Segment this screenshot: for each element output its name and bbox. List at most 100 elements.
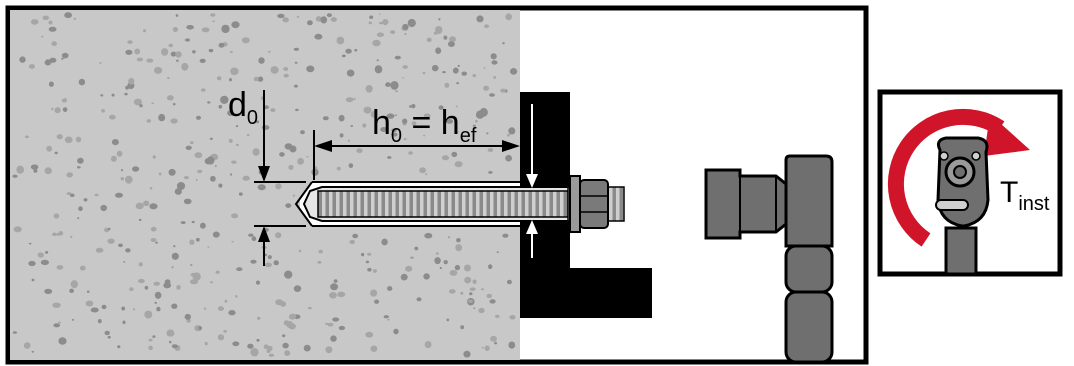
aggregate-speck bbox=[221, 24, 230, 34]
aggregate-speck bbox=[224, 299, 228, 303]
aggregate-speck bbox=[402, 118, 408, 124]
aggregate-speck bbox=[83, 198, 88, 202]
aggregate-speck bbox=[204, 307, 207, 310]
aggregate-speck bbox=[390, 30, 396, 34]
torque-wrench-socket bbox=[704, 154, 834, 364]
aggregate-speck bbox=[253, 76, 259, 82]
aggregate-speck bbox=[277, 13, 285, 19]
aggregate-speck bbox=[445, 119, 454, 124]
aggregate-speck bbox=[238, 192, 243, 196]
aggregate-speck bbox=[100, 94, 104, 97]
aggregate-speck bbox=[135, 202, 144, 210]
aggregate-speck bbox=[172, 27, 179, 32]
aggregate-speck bbox=[496, 251, 499, 253]
aggregate-speck bbox=[289, 145, 297, 153]
aggregate-speck bbox=[217, 334, 225, 341]
aggregate-speck bbox=[176, 182, 186, 190]
aggregate-speck bbox=[100, 204, 107, 212]
aggregate-speck bbox=[374, 299, 380, 304]
aggregate-speck bbox=[78, 78, 86, 86]
aggregate-speck bbox=[270, 108, 276, 113]
aggregate-speck bbox=[326, 13, 332, 18]
aggregate-speck bbox=[123, 261, 126, 263]
aggregate-speck bbox=[53, 213, 60, 219]
aggregate-speck bbox=[330, 335, 337, 342]
aggregate-speck bbox=[151, 102, 154, 105]
aggregate-speck bbox=[362, 123, 367, 128]
aggregate-speck bbox=[111, 139, 119, 146]
rotation-arrow-icon bbox=[887, 108, 1030, 247]
aggregate-speck bbox=[488, 171, 493, 174]
aggregate-speck bbox=[53, 323, 61, 328]
aggregate-speck bbox=[382, 19, 389, 26]
aggregate-speck bbox=[48, 26, 57, 32]
aggregate-speck bbox=[152, 155, 156, 159]
aggregate-speck bbox=[267, 50, 271, 53]
aggregate-speck bbox=[495, 314, 500, 318]
aggregate-speck bbox=[502, 42, 505, 45]
aggregate-speck bbox=[61, 52, 69, 59]
aggregate-speck bbox=[347, 139, 350, 142]
aggregate-speck bbox=[218, 104, 223, 109]
aggregate-speck bbox=[283, 73, 289, 78]
aggregate-speck bbox=[387, 156, 392, 159]
aggregate-speck bbox=[76, 166, 81, 169]
aggregate-speck bbox=[241, 37, 250, 44]
aggregate-speck bbox=[286, 321, 294, 328]
aggregate-speck bbox=[490, 335, 497, 342]
aggregate-speck bbox=[214, 164, 217, 168]
aggregate-speck bbox=[298, 249, 302, 253]
aggregate-speck bbox=[218, 183, 223, 188]
aggregate-speck bbox=[476, 15, 484, 23]
aggregate-speck bbox=[256, 316, 261, 320]
aggregate-speck bbox=[171, 344, 178, 349]
aggregate-speck bbox=[122, 320, 126, 325]
washer bbox=[569, 175, 581, 233]
aggregate-speck bbox=[156, 306, 161, 312]
svg-text:Tinst: Tinst bbox=[1000, 176, 1050, 215]
aggregate-speck bbox=[505, 13, 512, 21]
aggregate-speck bbox=[155, 241, 158, 244]
aggregate-speck bbox=[431, 64, 439, 72]
aggregate-speck bbox=[369, 15, 374, 19]
aggregate-speck bbox=[391, 128, 397, 133]
aggregate-speck bbox=[325, 322, 329, 325]
aggregate-speck bbox=[460, 325, 465, 330]
aggregate-speck bbox=[451, 151, 458, 158]
aggregate-speck bbox=[378, 13, 381, 15]
aggregate-speck bbox=[215, 270, 220, 274]
aggregate-speck bbox=[325, 346, 333, 354]
aggregate-speck bbox=[54, 107, 61, 114]
aggregate-speck bbox=[58, 337, 67, 345]
aggregate-speck bbox=[210, 13, 216, 17]
aggregate-speck bbox=[246, 134, 250, 136]
aggregate-speck bbox=[505, 154, 512, 162]
aggregate-speck bbox=[125, 85, 129, 90]
aggregate-speck bbox=[61, 98, 67, 103]
aggregate-speck bbox=[455, 105, 458, 108]
aggregate-speck bbox=[30, 164, 39, 170]
aggregate-speck bbox=[146, 58, 154, 63]
aggregate-speck bbox=[455, 244, 463, 252]
aggregate-speck bbox=[236, 267, 243, 272]
aggregate-speck bbox=[341, 54, 346, 58]
aggregate-speck bbox=[128, 78, 135, 85]
aggregate-speck bbox=[231, 160, 237, 164]
aggregate-speck bbox=[414, 246, 419, 251]
aggregate-speck bbox=[329, 292, 337, 299]
aggregate-speck bbox=[139, 104, 143, 108]
aggregate-speck bbox=[154, 301, 157, 304]
aggregate-speck bbox=[447, 236, 451, 239]
d0-subscript: 0 bbox=[247, 107, 258, 129]
aggregate-speck bbox=[353, 97, 356, 101]
aggregate-speck bbox=[61, 57, 64, 60]
aggregate-speck bbox=[144, 285, 149, 290]
aggregate-speck bbox=[403, 138, 407, 141]
aggregate-speck bbox=[385, 82, 391, 87]
aggregate-speck bbox=[189, 279, 199, 285]
aggregate-speck bbox=[168, 168, 176, 176]
aggregate-speck bbox=[472, 74, 477, 78]
aggregate-speck bbox=[386, 113, 395, 119]
aggregate-speck bbox=[306, 65, 315, 73]
aggregate-speck bbox=[168, 43, 174, 48]
